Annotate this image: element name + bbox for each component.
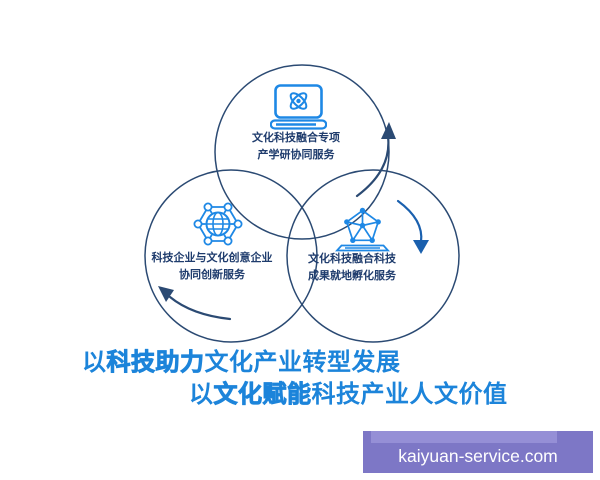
slogan-line1-prefix: 以 — [82, 349, 107, 376]
left-circle-label-line1: 科技企业与文化创意企业 — [151, 252, 273, 264]
cycle-arrow-down — [396, 199, 429, 254]
book-atom-icon — [270, 84, 327, 130]
left-circle-ring — [144, 169, 318, 343]
right-circle-label-line1: 文化科技融合科技 — [308, 253, 396, 265]
slogan-line-2: 以文化赋能科技产业人文价值 — [189, 374, 508, 409]
slogan-line-1: 以科技助力文化产业转型发展 — [82, 342, 401, 377]
slogan-line2-prefix: 以 — [189, 381, 214, 408]
right-circle-ring — [286, 169, 460, 343]
watermark: kaiyuan-service.com — [363, 431, 593, 473]
slogan-line2-emphasis: 文化赋能 — [213, 381, 312, 409]
slogan-line1-rest: 文化产业转型发展 — [204, 349, 401, 376]
slogan-line2-rest: 科技产业人文价值 — [311, 381, 508, 408]
cycle-arrow-up — [355, 122, 396, 198]
top-circle-label-line2: 产学研协同服务 — [257, 149, 335, 161]
top-circle-label-line1: 文化科技融合专项 — [252, 132, 340, 144]
slogan-line1-emphasis: 科技助力 — [106, 349, 205, 377]
watermark-text: kaiyuan-service.com — [398, 446, 558, 466]
left-circle-label-line2: 协同创新服务 — [179, 269, 245, 281]
top-circle-label: 文化科技融合专项 产学研协同服务 — [252, 130, 340, 164]
right-circle-label: 文化科技融合科技 成果就地孵化服务 — [308, 251, 396, 285]
cycle-arrow-upleft — [158, 286, 232, 321]
left-circle-label: 科技企业与文化创意企业 协同创新服务 — [152, 250, 273, 284]
globe-network-icon — [193, 202, 243, 246]
right-circle-label-line2: 成果就地孵化服务 — [308, 270, 396, 282]
watermark-highlight-strip — [371, 431, 557, 443]
incubation-network-icon — [334, 207, 391, 252]
top-circle-ring — [214, 64, 390, 240]
